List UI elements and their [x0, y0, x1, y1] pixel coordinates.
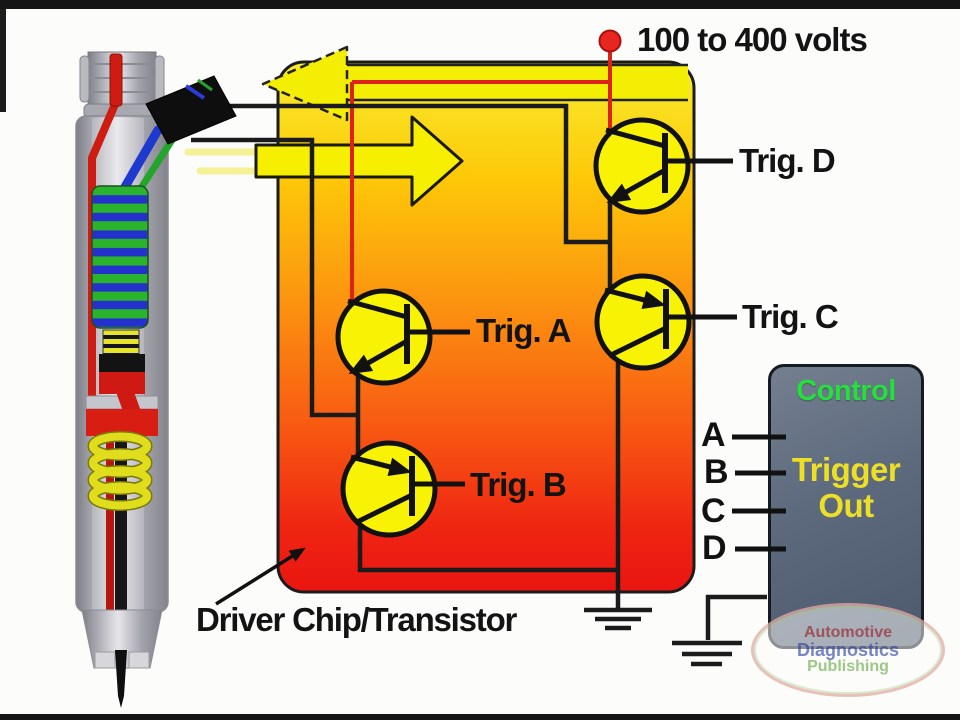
control-pin-a: A [701, 416, 726, 454]
label-trig-a: Trig. A [476, 312, 571, 349]
driver-chip-label: Driver Chip/Transistor [196, 601, 517, 638]
trigger-out-line2: Out [818, 486, 874, 524]
supply-dot [598, 29, 622, 53]
voltage-label: 100 to 400 volts [637, 21, 868, 58]
watermark-line3: Publishing [807, 658, 889, 676]
injector-spacer-stack [102, 329, 140, 357]
fuel-injector-illustration [75, 51, 237, 708]
ground-symbol-chip [584, 607, 652, 631]
transistor-trig-c [594, 273, 737, 371]
label-trig-b: Trig. B [470, 466, 567, 503]
injector-connector [145, 75, 237, 145]
control-pin-c: C [701, 492, 726, 530]
letterbox-top [0, 0, 960, 9]
trigger-out-label: Trigger Out [771, 452, 921, 523]
injector-red-tube [109, 53, 123, 107]
injector-solenoid-coil [91, 185, 149, 329]
control-pin-lines [732, 434, 786, 552]
label-trig-d: Trig. D [739, 142, 836, 179]
signal-wires [191, 103, 621, 609]
control-box-title: Control [796, 375, 896, 407]
trigger-out-line1: Trigger [791, 451, 901, 488]
publisher-watermark: Automotive Diagnostics Publishing [751, 603, 945, 697]
watermark-line2: Diagnostics [796, 639, 900, 660]
injector-spring [87, 431, 153, 511]
letterbox-bottom [0, 714, 960, 720]
control-pin-b: B [704, 453, 729, 491]
injector-armature [99, 354, 145, 394]
injector-needle-tip [115, 650, 127, 708]
label-trig-c: Trig. C [742, 298, 839, 335]
injector-red-wire [88, 100, 120, 424]
driver-chip-pointer-arrow [215, 547, 306, 606]
supply-wire [350, 51, 612, 305]
video-edge-artifact [0, 0, 6, 112]
control-box: Control Trigger Out [768, 364, 924, 649]
watermark-line1: Automotive [804, 623, 892, 641]
transistor-trig-b [340, 440, 465, 538]
control-pin-d: D [702, 529, 727, 567]
transistor-trig-d [593, 117, 733, 215]
ground-symbol-control [672, 594, 767, 667]
flow-arrow-right-icon [184, 115, 464, 207]
transistor-trig-a [335, 288, 470, 386]
